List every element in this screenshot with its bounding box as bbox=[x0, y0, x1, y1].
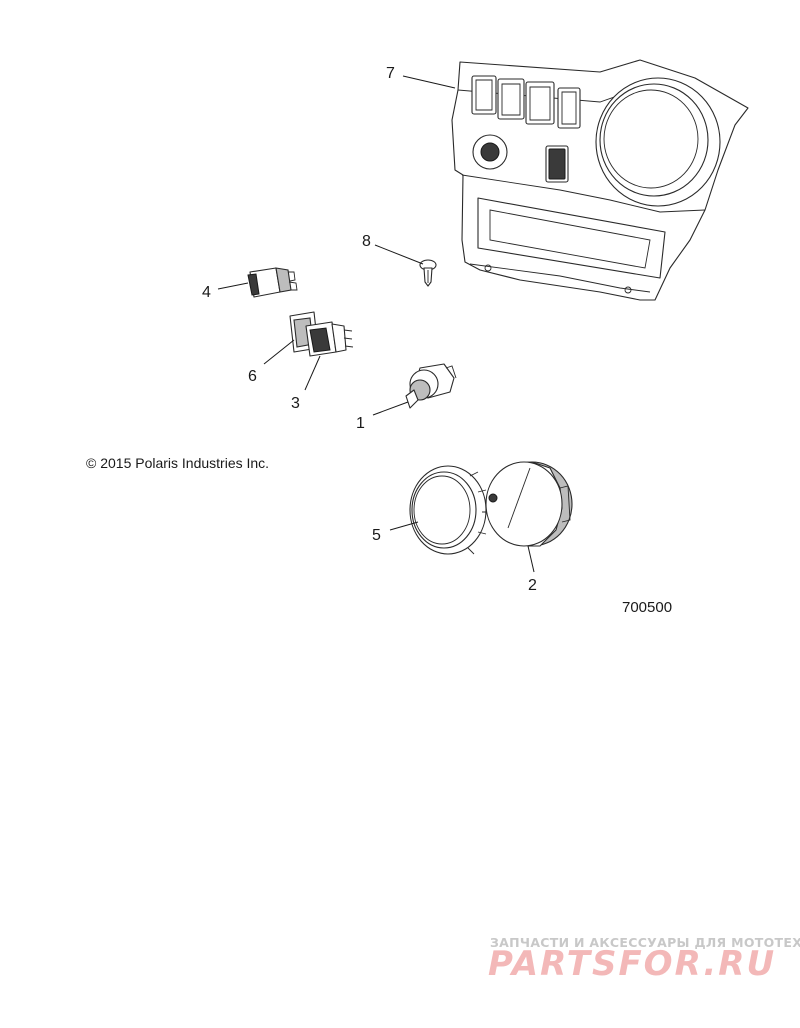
callout-8: 8 bbox=[362, 233, 371, 250]
callout-4: 4 bbox=[202, 284, 211, 301]
leader-2 bbox=[527, 545, 535, 573]
leader-4 bbox=[217, 282, 249, 290]
leader-5 bbox=[389, 521, 419, 531]
leader-7 bbox=[402, 75, 456, 89]
leader-1 bbox=[372, 401, 409, 416]
callout-2: 2 bbox=[528, 577, 537, 594]
switch-part-4 bbox=[247, 267, 298, 298]
watermark: ЗАПЧАСТИ И АКСЕССУАРЫ ДЛЯ МОТОТЕХНИКИ PA… bbox=[488, 935, 800, 984]
leader-3 bbox=[304, 355, 321, 391]
leader-6 bbox=[263, 339, 295, 365]
callout-1: 1 bbox=[356, 415, 365, 432]
callout-6: 6 bbox=[248, 368, 257, 385]
dash-panel-part-7 bbox=[451, 59, 749, 301]
push-rivet-part-8 bbox=[419, 259, 437, 287]
callouts: 7 8 4 6 3 1 5 2 bbox=[202, 65, 537, 594]
watermark-brand: PARTSFOR.RU bbox=[488, 944, 776, 984]
watermark-tagline: ЗАПЧАСТИ И АКСЕССУАРЫ ДЛЯ МОТОТЕХНИКИ bbox=[490, 935, 800, 950]
copyright-notice: © 2015 Polaris Industries Inc. bbox=[86, 455, 269, 471]
gauge-part-2 bbox=[485, 461, 573, 547]
callout-3: 3 bbox=[291, 395, 300, 412]
leader-lines bbox=[217, 75, 535, 573]
leader-8 bbox=[374, 244, 424, 265]
figure-number: 700500 bbox=[622, 599, 672, 616]
callout-7: 7 bbox=[386, 65, 395, 82]
callout-5: 5 bbox=[372, 527, 381, 544]
rocker-switch-part-3 bbox=[305, 321, 354, 357]
ignition-switch-part-1 bbox=[405, 363, 457, 409]
bezel-ring-part-5 bbox=[409, 465, 490, 555]
